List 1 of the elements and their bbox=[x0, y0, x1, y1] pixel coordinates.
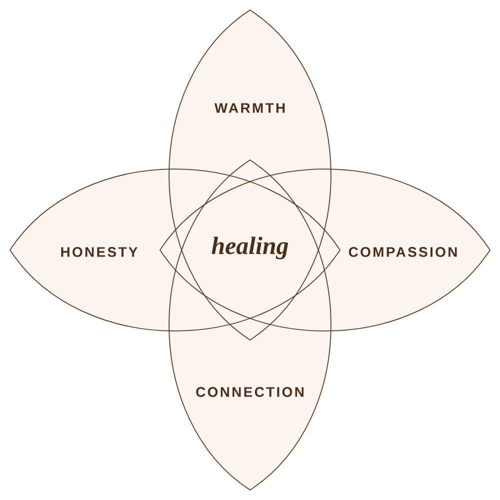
center-word: healing bbox=[212, 236, 288, 260]
